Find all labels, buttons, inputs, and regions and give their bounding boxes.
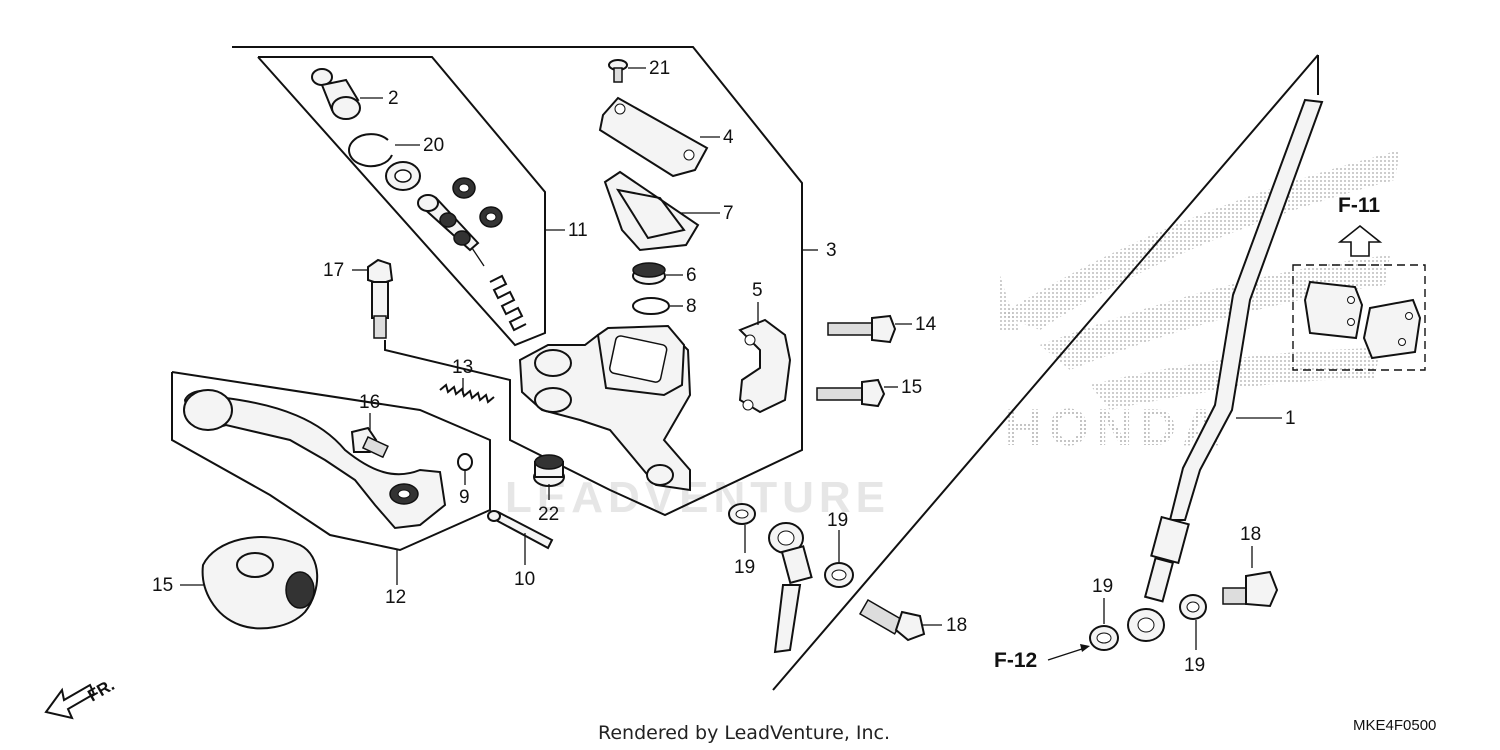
label-part-13: 13: [452, 357, 473, 378]
f11-guide-clip-drawing: [1303, 280, 1422, 360]
leadventure-watermark: LEADVENTURE: [505, 473, 890, 522]
subassembly-outline-11: [257, 56, 546, 347]
label-part-18-right: 18: [1240, 524, 1261, 545]
part-18-left-drawing: [858, 598, 926, 642]
label-part-8: 8: [686, 296, 697, 317]
label-part-17: 17: [323, 260, 344, 281]
label-part-5: 5: [752, 280, 763, 301]
label-part-1: 1: [1285, 408, 1296, 429]
part-4-drawing: [598, 96, 709, 178]
part-1-brake-hose-drawing: [1127, 98, 1324, 642]
part-6-drawing: [632, 262, 666, 285]
part-21-drawing: [608, 59, 628, 83]
hose-triangle-outline: [772, 54, 1319, 691]
part-19-left-a-drawing: [728, 503, 756, 525]
part-piston-drawing: [417, 194, 485, 267]
part-15-lower-drawing: [816, 378, 886, 408]
label-part-20: 20: [423, 135, 444, 156]
label-part-15-upper: 14: [915, 314, 937, 335]
f11-dashed-box: [1292, 264, 1426, 371]
part-14-drawing: [201, 536, 319, 630]
part-15-upper-drawing: [827, 314, 897, 344]
front-direction-marker: FR.: [44, 675, 118, 720]
part-13-drawing: [439, 383, 495, 404]
leader-lines: [180, 67, 1282, 661]
part-2-drawing: [311, 68, 361, 120]
ref-f12: F-12: [994, 649, 1037, 672]
part-10-drawing: [487, 510, 554, 550]
master-cylinder-drawing: [518, 324, 692, 492]
label-part-11: 11: [568, 220, 588, 241]
part-19-left-b-drawing: [824, 562, 854, 588]
front-arrow-icon: [44, 683, 96, 720]
part-17-drawing: [367, 258, 394, 339]
label-part-19-left-a: 19: [734, 557, 755, 578]
part-22-drawing: [533, 454, 565, 487]
part-9-drawing: [457, 453, 473, 471]
part-16-drawing: [350, 426, 389, 459]
honda-wing-watermark: [1000, 150, 1400, 410]
label-part-15-lower: 15: [901, 377, 922, 398]
part-7-drawing: [603, 170, 700, 252]
label-part-10: 10: [514, 569, 535, 590]
label-part-6: 6: [686, 265, 697, 286]
part-seals-drawing: [452, 177, 503, 228]
part-spring-drawing: [489, 274, 527, 332]
honda-text-watermark: HONDA: [1005, 399, 1226, 457]
label-part-12: 12: [385, 587, 406, 608]
part-19-right-a-drawing: [1089, 625, 1119, 651]
part-12-drawing: [183, 389, 447, 530]
assembly-outline-3: [232, 46, 803, 517]
diagram-code: MKE4F0500: [1353, 717, 1436, 734]
label-part-19-right-b: 19: [1184, 655, 1205, 676]
label-part-14: 15: [152, 575, 173, 596]
lever-outline-12: [171, 371, 491, 552]
f11-up-arrow-icon: [1337, 224, 1383, 257]
label-part-18-left: 18: [946, 615, 967, 636]
part-18-right-drawing: [1222, 570, 1279, 608]
hose-upper-banjo-drawing: [768, 522, 813, 654]
label-part-16: 16: [359, 392, 380, 413]
part-8-drawing: [632, 297, 670, 315]
label-part-19-right-a: 19: [1092, 576, 1113, 597]
label-part-22: 22: [538, 504, 559, 525]
label-part-3: 3: [826, 240, 837, 261]
label-part-19-left-b: 19: [827, 510, 848, 531]
label-part-2: 2: [388, 88, 399, 109]
label-part-21: 21: [649, 58, 670, 79]
part-5-drawing: [738, 318, 792, 414]
ref-f11: F-11: [1338, 194, 1380, 217]
part-20-drawing: [348, 133, 393, 168]
part-19-right-b-drawing: [1179, 594, 1207, 620]
label-part-9: 9: [459, 487, 470, 508]
label-part-7: 7: [723, 203, 734, 224]
front-label: FR.: [85, 675, 118, 705]
label-part-4: 4: [723, 127, 734, 148]
part-washer-drawing: [385, 161, 421, 191]
footer-credit: Rendered by LeadVenture, Inc.: [598, 722, 890, 744]
